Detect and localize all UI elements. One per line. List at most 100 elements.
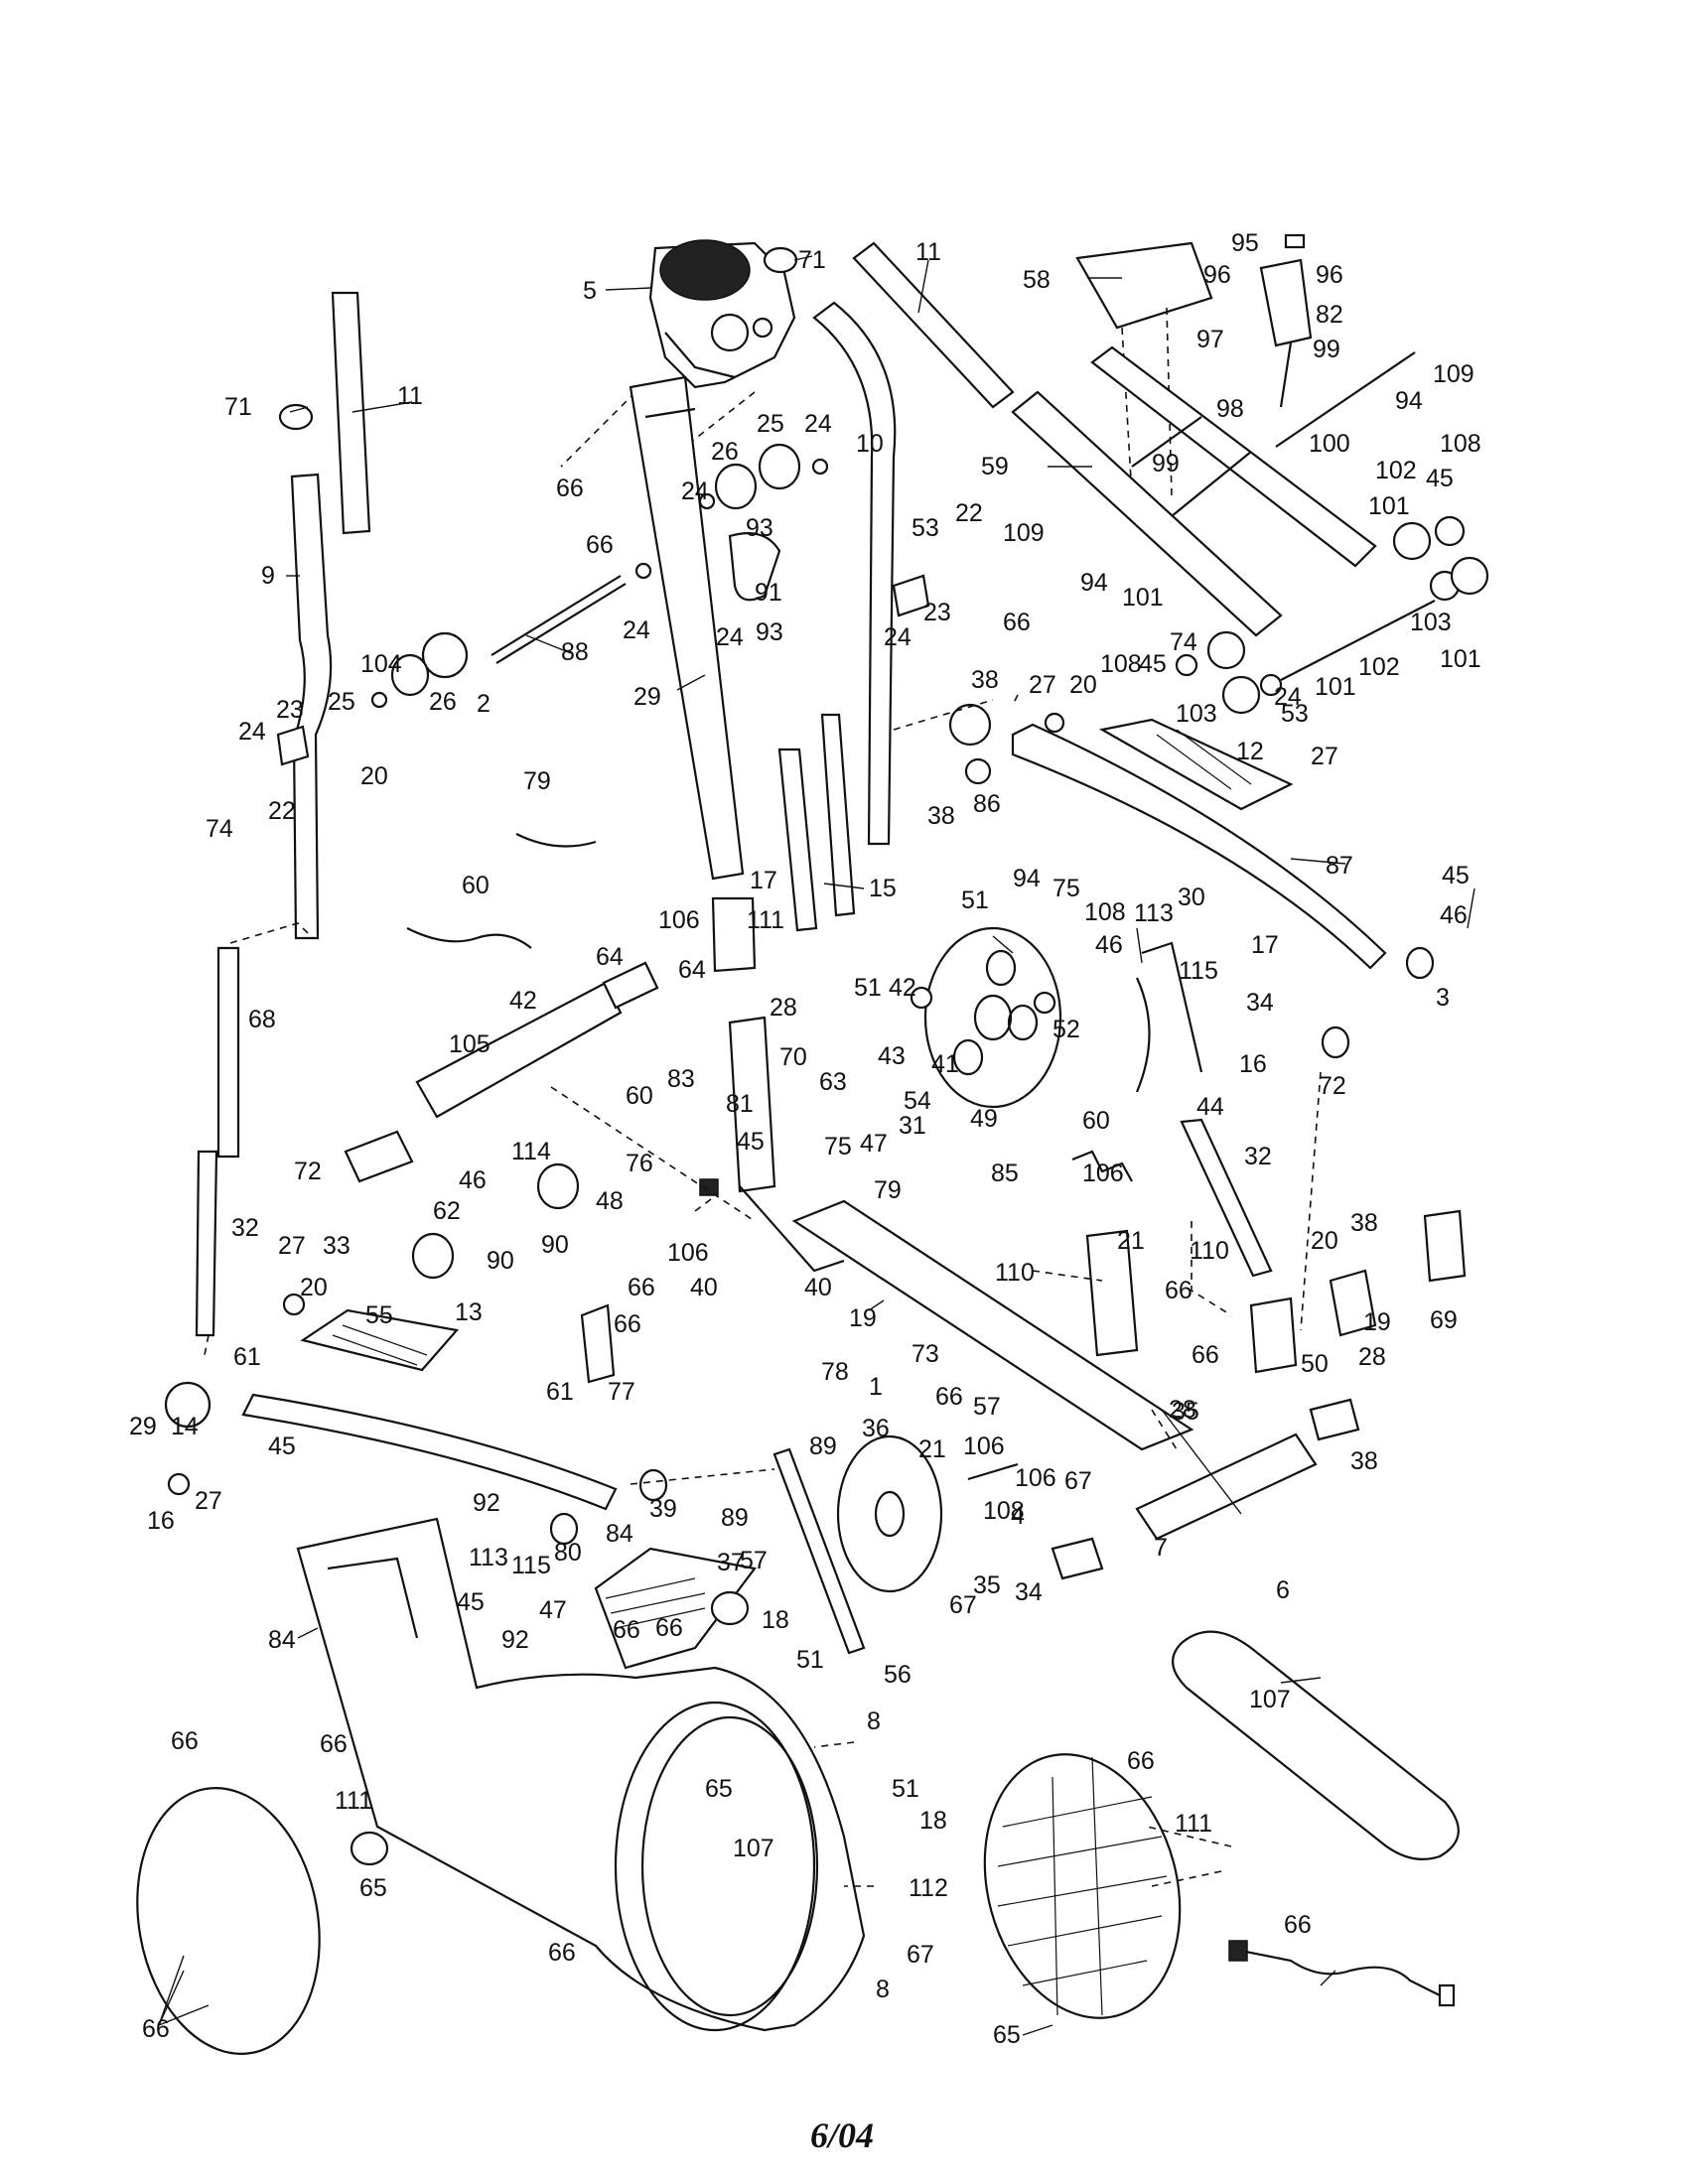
part-callout: 102 bbox=[1358, 653, 1400, 681]
part-callout: 110 bbox=[995, 1259, 1035, 1287]
part-callout: 40 bbox=[690, 1274, 718, 1301]
part-callout: 66 bbox=[1284, 1911, 1312, 1939]
part-callout: 69 bbox=[1430, 1306, 1458, 1334]
part-callout: 94 bbox=[1013, 865, 1041, 892]
pedal-parts bbox=[300, 718, 1294, 1372]
stabilizer-part bbox=[1135, 1433, 1318, 1541]
part-callout: 27 bbox=[195, 1487, 222, 1515]
part-callout: 10 bbox=[856, 430, 884, 458]
pad-part bbox=[1075, 241, 1213, 330]
part-callout: 20 bbox=[1311, 1227, 1338, 1255]
pulley-part bbox=[836, 1434, 943, 1593]
grip-part bbox=[331, 241, 1015, 535]
part-callout: 21 bbox=[918, 1435, 946, 1463]
part-callout: 94 bbox=[1080, 569, 1108, 597]
part-callout: 93 bbox=[746, 514, 773, 542]
part-callout: 59 bbox=[981, 453, 1009, 480]
part-callout: 38 bbox=[927, 802, 955, 830]
part-callout: 106 bbox=[1015, 1464, 1056, 1492]
part-callout: 66 bbox=[613, 1616, 640, 1644]
part-callout: 63 bbox=[819, 1068, 847, 1096]
part-callout: 8 bbox=[876, 1976, 890, 2003]
part-callout: 23 bbox=[923, 599, 951, 626]
part-callout: 61 bbox=[233, 1343, 261, 1371]
part-callout: 66 bbox=[320, 1730, 348, 1758]
part-callout: 78 bbox=[821, 1358, 849, 1386]
part-callout: 67 bbox=[907, 1941, 934, 1969]
wire-harness-part bbox=[515, 833, 597, 848]
part-callout: 104 bbox=[360, 650, 402, 678]
part-callout: 98 bbox=[1216, 395, 1244, 423]
part-callout: 106 bbox=[1082, 1160, 1124, 1187]
part-callout: 85 bbox=[991, 1160, 1019, 1187]
part-callout: 38 bbox=[971, 666, 999, 694]
leader-lines bbox=[158, 255, 1475, 2036]
part-callout: 103 bbox=[1176, 700, 1217, 728]
part-callout: 45 bbox=[268, 1433, 296, 1460]
part-callout: 99 bbox=[1152, 450, 1180, 478]
part-callout: 25 bbox=[328, 688, 355, 716]
part-callout: 57 bbox=[973, 1393, 1001, 1421]
part-callout: 99 bbox=[1313, 336, 1340, 363]
part-callout: 3 bbox=[1436, 984, 1450, 1012]
part-callout: 66 bbox=[614, 1310, 641, 1338]
part-callout: 73 bbox=[912, 1340, 939, 1368]
part-callout: 24 bbox=[238, 718, 266, 746]
part-callout: 24 bbox=[681, 478, 709, 505]
pedal-arm-part bbox=[1011, 723, 1387, 970]
part-callout: 66 bbox=[1192, 1341, 1219, 1369]
part-callout: 47 bbox=[539, 1596, 567, 1624]
part-callout: 84 bbox=[268, 1626, 296, 1654]
part-callout: 79 bbox=[523, 767, 551, 795]
part-callout: 11 bbox=[915, 238, 941, 266]
part-callout: 74 bbox=[206, 815, 233, 843]
part-callout: 84 bbox=[606, 1520, 633, 1548]
part-callout: 20 bbox=[300, 1274, 328, 1301]
part-callout: 26 bbox=[711, 438, 739, 466]
part-callout: 12 bbox=[1236, 738, 1264, 765]
part-callout: 64 bbox=[678, 956, 706, 984]
part-callout: 95 bbox=[1231, 229, 1259, 257]
part-callout: 79 bbox=[874, 1176, 902, 1204]
part-callout: 67 bbox=[1064, 1467, 1092, 1495]
part-callout: 106 bbox=[658, 906, 700, 934]
footer-date: 6/04 bbox=[809, 2116, 874, 2155]
part-callout: 60 bbox=[462, 872, 490, 899]
upright-part bbox=[629, 375, 745, 881]
part-callout: 32 bbox=[231, 1214, 259, 1242]
part-callout: 14 bbox=[171, 1413, 199, 1440]
motor-part bbox=[1259, 258, 1313, 347]
part-callout: 34 bbox=[1015, 1578, 1043, 1606]
part-callout: 66 bbox=[548, 1939, 576, 1967]
part-callout: 46 bbox=[459, 1166, 487, 1194]
axle-part bbox=[491, 575, 627, 664]
part-callout: 71 bbox=[798, 246, 826, 274]
part-callout: 44 bbox=[1196, 1093, 1224, 1121]
part-callout: 107 bbox=[733, 1835, 774, 1862]
part-callout: 115 bbox=[1179, 957, 1218, 985]
flywheel-part bbox=[923, 926, 1062, 1109]
end-cap-part bbox=[278, 403, 314, 431]
part-callout: 43 bbox=[878, 1042, 906, 1070]
part-callout: 19 bbox=[1363, 1308, 1391, 1336]
part-callout: 111 bbox=[335, 1787, 372, 1815]
part-callout: 13 bbox=[455, 1298, 483, 1326]
part-callout: 45 bbox=[457, 1588, 485, 1616]
part-callout: 27 bbox=[1311, 743, 1338, 770]
wire-harness-part bbox=[406, 927, 532, 949]
part-callout: 35 bbox=[1172, 1398, 1199, 1426]
part-callout: 38 bbox=[1350, 1447, 1378, 1475]
part-callout: 1 bbox=[869, 1373, 883, 1401]
part-callout: 71 bbox=[224, 393, 252, 421]
part-callout: 15 bbox=[869, 875, 897, 902]
part-callouts: 5 71 11 58 95 96 96 82 97 99 109 98 94 1… bbox=[129, 229, 1481, 2049]
part-callout: 91 bbox=[755, 579, 782, 607]
part-callout: 106 bbox=[963, 1433, 1005, 1460]
part-callout: 60 bbox=[626, 1082, 653, 1110]
part-callout: 24 bbox=[884, 623, 912, 651]
part-callout: 24 bbox=[623, 616, 650, 644]
part-callout: 101 bbox=[1368, 492, 1410, 520]
part-callout: 23 bbox=[276, 696, 304, 724]
part-callout: 29 bbox=[633, 683, 661, 711]
